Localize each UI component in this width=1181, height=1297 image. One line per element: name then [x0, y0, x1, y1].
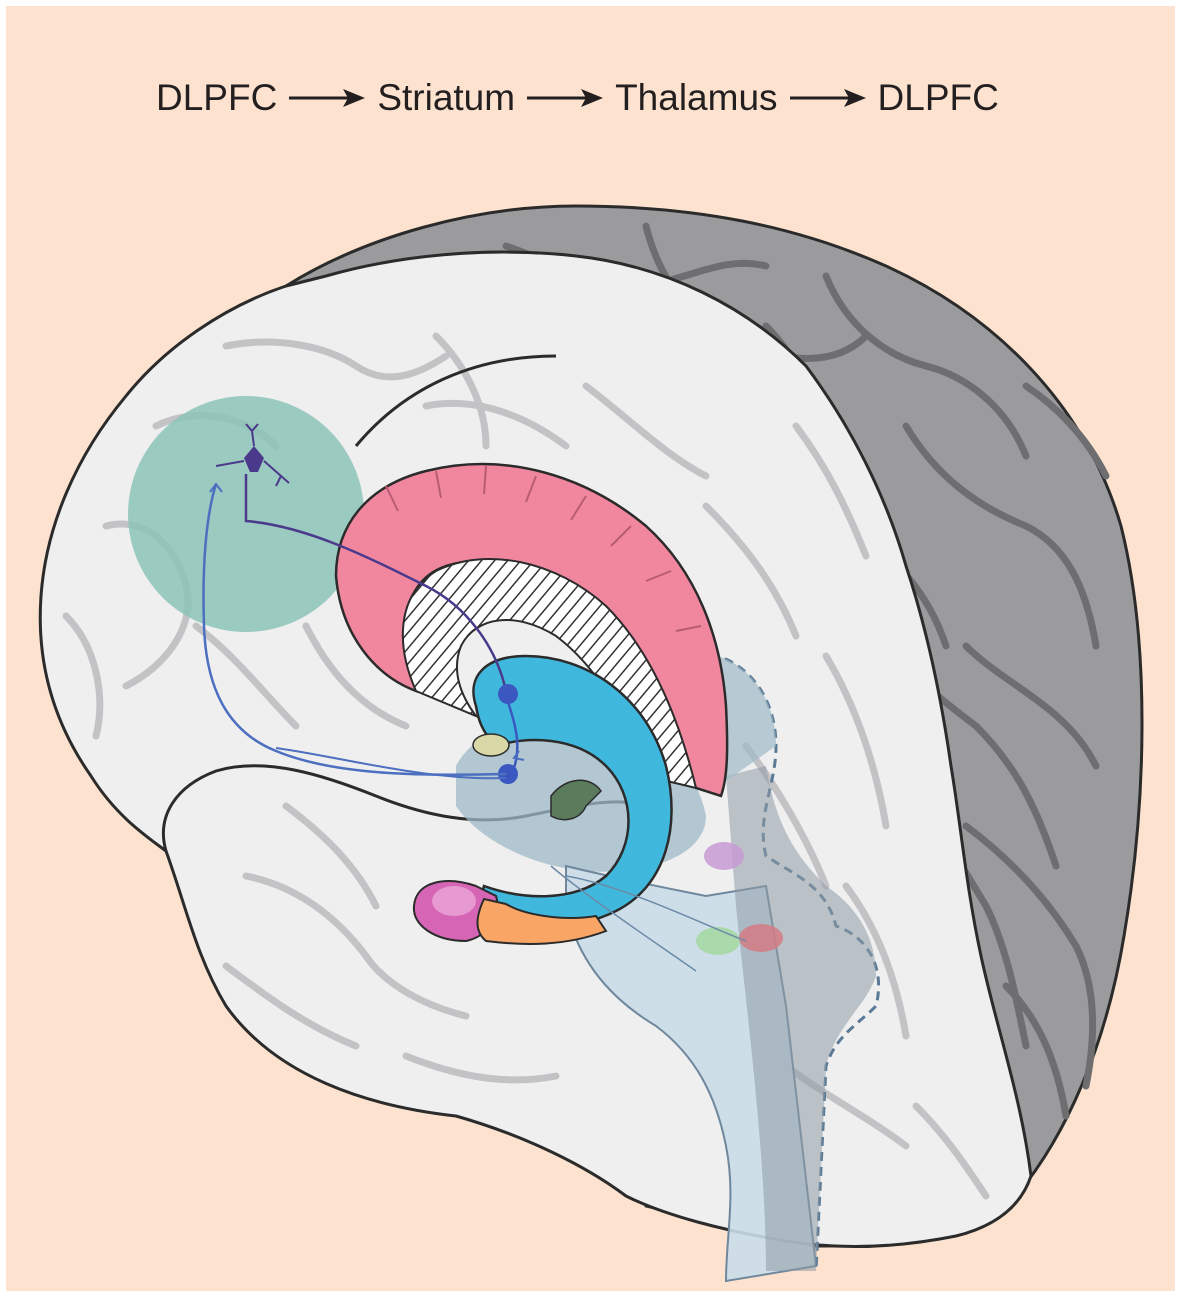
amygdala-inner	[432, 886, 476, 916]
purple-nucleus	[704, 842, 744, 870]
figure-panel: DLPFC Striatum Thalamus DLPFC	[6, 6, 1175, 1291]
striatal-synapse-dot	[498, 684, 518, 704]
red-nucleus	[739, 924, 783, 952]
brain-illustration	[6, 6, 1175, 1291]
yellow-nucleus	[473, 734, 509, 756]
green-nucleus	[696, 927, 740, 955]
